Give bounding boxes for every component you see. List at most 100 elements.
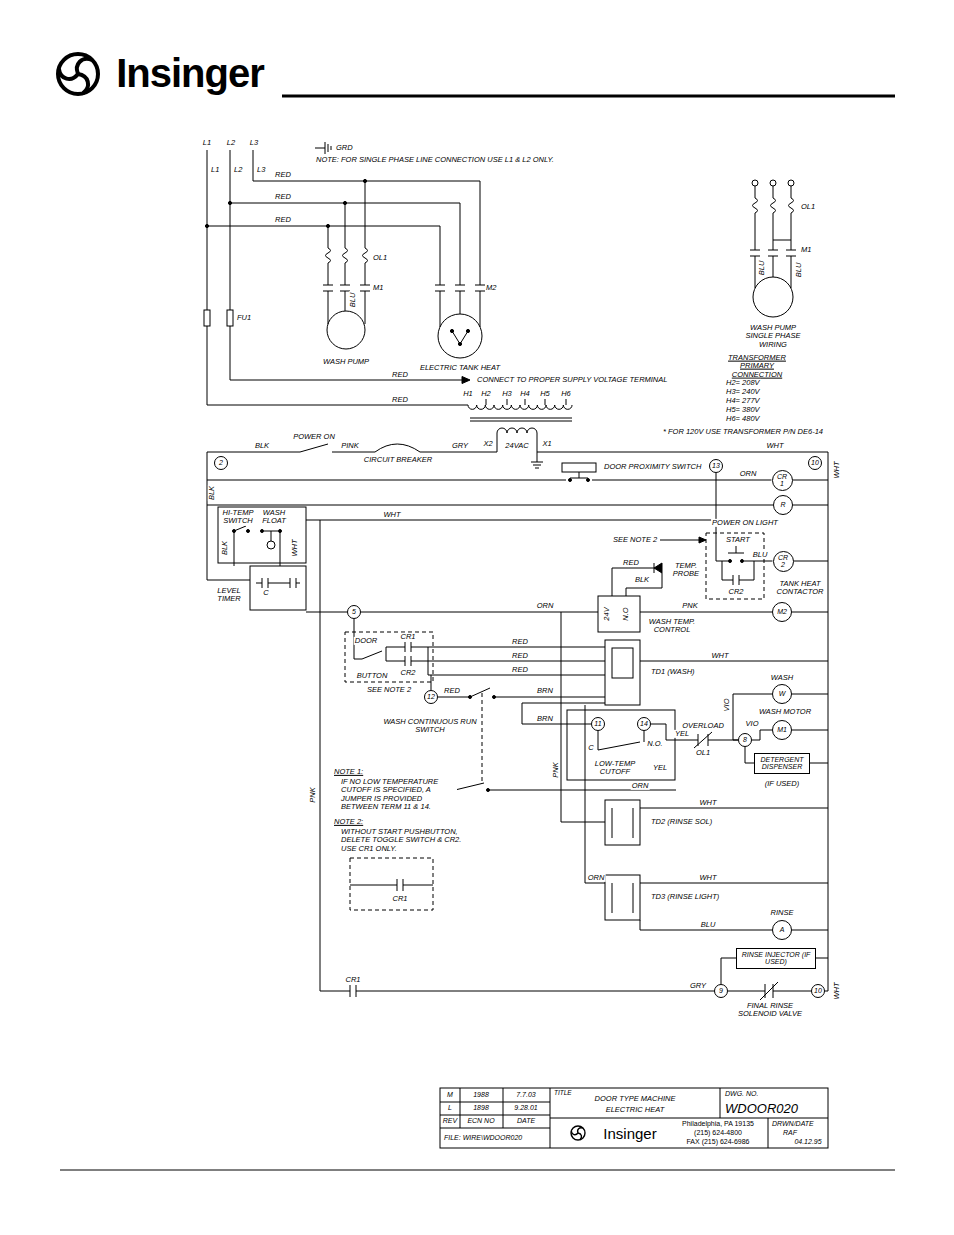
power-wiring [340, 285, 350, 291]
node-text: 9 [719, 987, 723, 994]
title-block-text: FILE: WIRE\WDOOR020 [443, 1134, 523, 1142]
device-label: TD2 (RINSE SOL) [650, 818, 713, 826]
power-wiring [455, 285, 465, 291]
terminal-number: 8 [738, 733, 752, 747]
control-wiring [605, 640, 640, 705]
control-wiring [261, 530, 264, 533]
wire-label: WHT [765, 442, 784, 450]
node-text: 13 [712, 462, 720, 469]
note-text: SEE NOTE 2 [612, 536, 658, 544]
power-wiring [755, 186, 791, 288]
wire-label: WHT [698, 799, 717, 807]
note-heading: NOTE 2: [333, 818, 364, 826]
wire-label: 24V [603, 606, 611, 621]
power-wiring [750, 250, 760, 256]
control-wiring [640, 808, 828, 930]
control-wiring [587, 479, 590, 482]
wire-label: OL1 [800, 203, 816, 211]
device-label: TEMP. PROBE [668, 562, 704, 579]
control-wiring [207, 444, 828, 1000]
wire [792, 694, 828, 695]
wire-label: RED [511, 652, 529, 660]
wire-label: WHT [382, 511, 401, 519]
wire-label: C [587, 744, 594, 752]
wire-label: L2 [226, 139, 236, 147]
device-label: (IF USED) [764, 780, 800, 788]
wire [825, 991, 828, 992]
wire-label: YEL [674, 730, 690, 738]
power-wiring [326, 224, 329, 227]
power-wiring [770, 180, 776, 186]
wire-label: FU1 [236, 314, 252, 322]
control-wiring [207, 444, 828, 991]
control-wiring [306, 520, 716, 521]
wire-label: WHT [833, 981, 841, 1000]
wire [792, 730, 828, 731]
wire-connector [752, 730, 772, 740]
control-wiring [487, 789, 490, 792]
drawing-number: WDOOR020 [724, 1102, 799, 1116]
device-label: START [725, 536, 751, 544]
wire [773, 991, 811, 992]
coil-circle: W [772, 684, 792, 704]
wire-label: PNK [681, 602, 698, 610]
control-wiring [605, 800, 640, 845]
wire-label: BLU [752, 551, 769, 559]
node-text: 10 [814, 987, 822, 994]
wire-label: X2 [482, 440, 493, 448]
coil-circle: CR 2 [773, 551, 794, 572]
node-text: CR 1 [776, 473, 788, 488]
title-block [440, 1088, 828, 1148]
control-wiring [741, 560, 744, 563]
coil-circle: M2 [772, 602, 792, 622]
control-wiring [612, 808, 633, 913]
wire-label: H5 [539, 390, 551, 398]
power-wiring [205, 224, 208, 227]
control-wiring [598, 596, 640, 632]
table-cell: H5= 380V [725, 406, 761, 414]
power-wiring [227, 310, 233, 326]
node-text: W [779, 690, 786, 697]
title-block-text: 1898 [472, 1104, 490, 1112]
terminal-number: 10 [811, 984, 825, 998]
device-label: OVERLOAD [681, 722, 725, 730]
wire-label: H4 [519, 390, 531, 398]
wire-label: WHT [833, 460, 841, 479]
title-block-text: ECN NO [466, 1117, 495, 1125]
wire [356, 991, 714, 992]
node-text: 8 [743, 736, 747, 743]
control-wiring [561, 612, 605, 883]
device-box: RINSE INJECTOR (IF USED) [736, 948, 816, 969]
wire [728, 991, 765, 992]
wire-label: RED [511, 638, 529, 646]
control-wiring [567, 710, 675, 780]
control-wiring [640, 661, 828, 662]
wire [792, 930, 828, 931]
power-wiring [343, 201, 346, 204]
wire [361, 612, 598, 613]
wire-label: H3 [501, 390, 513, 398]
device-label: WASH MOTOR [758, 708, 812, 716]
note-text: IF NO LOW TEMPERATURE CUTOFF IS SPECIFIE… [340, 778, 457, 811]
wire-label: BLK [634, 576, 650, 584]
wire-label: M1 [372, 284, 384, 292]
title-block-text: ELECTRIC HEAT [605, 1106, 666, 1114]
node-text: 2 [219, 459, 223, 466]
power-wiring [438, 314, 482, 358]
device-label: POWER ON LIGHT [711, 519, 779, 527]
wire-label: OL1 [372, 254, 388, 262]
title-block [440, 1088, 828, 1148]
table-cell: H2= 208V [725, 379, 761, 387]
wire-label: GRD [335, 144, 354, 152]
wire-label: YEL [652, 764, 668, 772]
wire [522, 724, 591, 725]
terminal-number: 14 [637, 717, 651, 731]
power-wiring [363, 245, 368, 266]
title-block-text: 1988 [472, 1091, 490, 1099]
node-text: 14 [640, 720, 648, 727]
wire-label: L2 [233, 166, 243, 174]
note-text: NOTE: FOR SINGLE PHASE LINE CONNECTION U… [315, 156, 555, 164]
wire-label: VIO [745, 720, 760, 728]
control-wiring [267, 541, 275, 549]
